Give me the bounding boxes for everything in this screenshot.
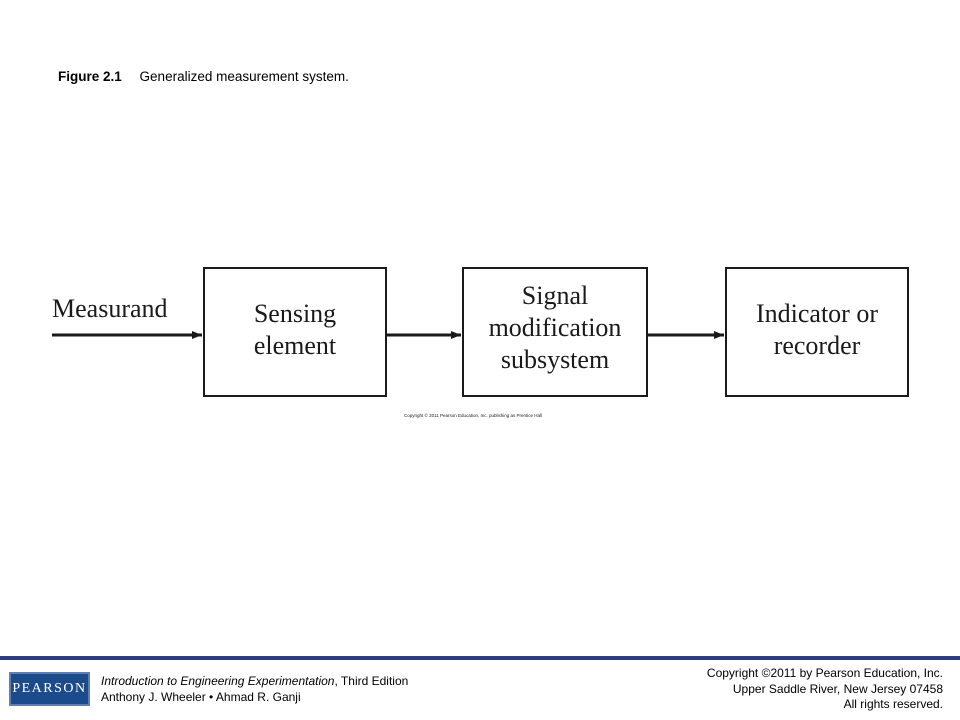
book-title-line: Introduction to Engineering Experimentat…: [101, 673, 408, 689]
figure-number: Figure 2.1: [58, 69, 122, 84]
signal-modification-line-2: modification: [489, 313, 622, 342]
copyright-line-3: All rights reserved.: [843, 697, 943, 711]
sensing-element-line-1: Sensing: [254, 299, 336, 328]
indicator-recorder-line-1: Indicator or: [756, 299, 878, 328]
diagram-copyright-note: Copyright © 2011 Pearson Education, Inc.…: [404, 412, 542, 418]
signal-modification-line-1: Signal: [522, 281, 588, 310]
signal-modification-block: [462, 267, 648, 397]
copyright-line-1: Copyright ©2011 by Pearson Education, In…: [706, 666, 943, 680]
measurand-label: Measurand: [52, 294, 168, 323]
sensing-element-block: [203, 267, 387, 397]
signal-modification-line-3: subsystem: [501, 345, 609, 374]
sensing-element-line-2: element: [254, 331, 337, 360]
footer-copyright: Copyright ©2011 by Pearson Education, In…: [707, 666, 943, 713]
copyright-line-2: Upper Saddle River, New Jersey 07458: [732, 681, 943, 696]
book-title: Introduction to Engineering Experimentat…: [101, 674, 335, 688]
book-edition: , Third Edition: [334, 674, 409, 688]
pearson-logo: PEARSON: [9, 672, 90, 706]
figure-caption: Figure 2.1 Generalized measurement syste…: [58, 69, 349, 84]
indicator-recorder-block: [725, 267, 909, 397]
book-authors: Anthony J. Wheeler • Ahmad R. Ganji: [101, 690, 301, 704]
indicator-recorder-line-2: recorder: [774, 331, 861, 360]
pearson-logo-text: PEARSON: [12, 681, 87, 696]
footer-book-info: Introduction to Engineering Experimentat…: [101, 673, 408, 705]
figure-caption-text: Generalized measurement system.: [139, 69, 349, 84]
footer-divider: [0, 656, 960, 660]
